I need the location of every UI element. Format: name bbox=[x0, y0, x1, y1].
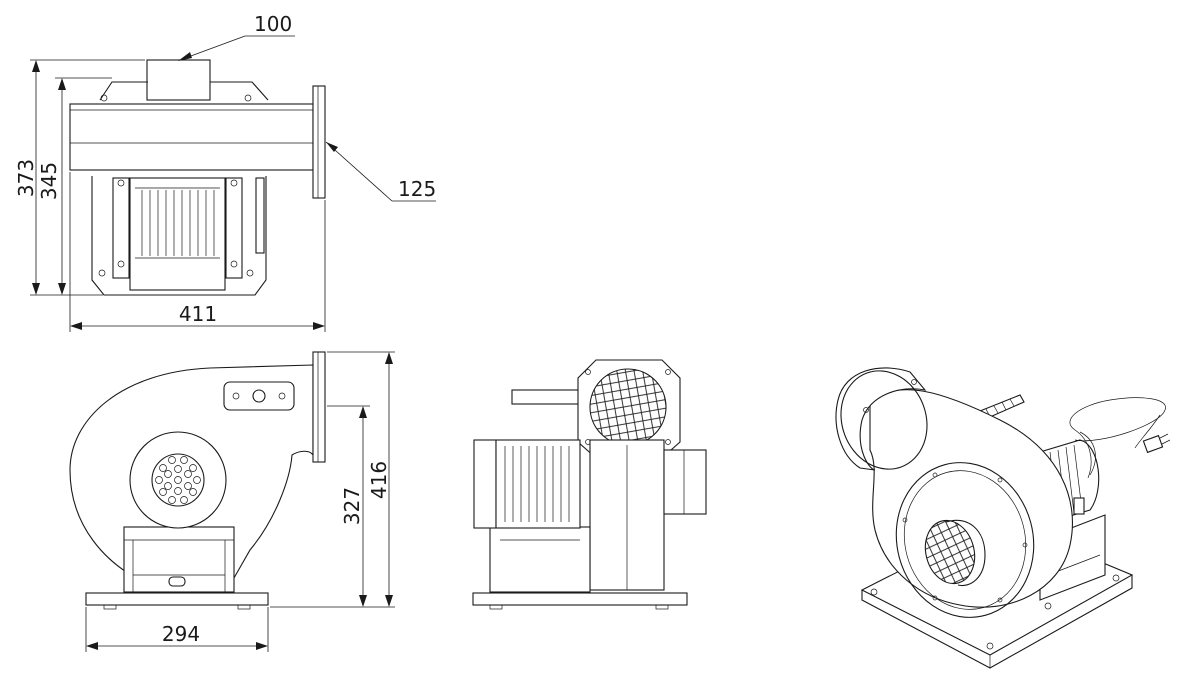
dim-outlet-diameter: 100 bbox=[254, 12, 292, 36]
dim-total-width: 411 bbox=[179, 302, 217, 326]
dim-flange-diameter: 125 bbox=[398, 177, 436, 201]
dim-outlet-center-height: 327 bbox=[340, 487, 364, 525]
dim-side-total-height: 416 bbox=[367, 461, 391, 499]
top-view: 100 125 373 345 411 bbox=[14, 12, 436, 332]
dim-base-width: 294 bbox=[162, 622, 200, 646]
side-motor-fins bbox=[504, 446, 570, 522]
dim-total-height: 373 bbox=[14, 159, 38, 197]
inlet-holes bbox=[155, 456, 201, 504]
side-view bbox=[472, 359, 707, 610]
front-view: 416 327 294 bbox=[69, 351, 395, 652]
isometric-view bbox=[835, 367, 1171, 669]
motor-fins bbox=[141, 190, 215, 256]
inlet-grille bbox=[924, 519, 976, 585]
outlet-grille bbox=[589, 368, 667, 446]
dim-body-height: 345 bbox=[37, 162, 61, 200]
